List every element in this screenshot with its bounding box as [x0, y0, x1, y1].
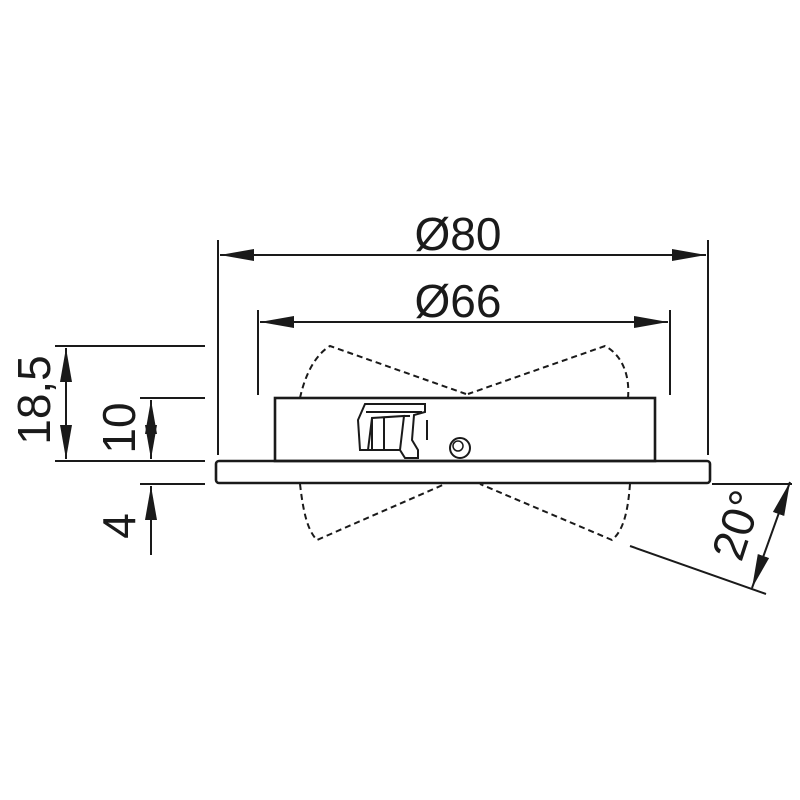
- dimension-body-height: 10: [93, 400, 157, 459]
- dimension-flange-height: 4: [93, 486, 157, 555]
- set-screw-inner: [452, 440, 464, 452]
- set-screw: [449, 437, 471, 459]
- tilt-outline-upper-left: [299, 344, 467, 399]
- label-flange-height: 4: [93, 513, 145, 539]
- dimension-total-height: 18,5: [8, 348, 72, 459]
- angle-dimension-line: [751, 481, 791, 589]
- tilt-outline-lower-right: [479, 483, 631, 542]
- height-extension-lines: [55, 345, 205, 485]
- tilt-outline-dashed: [299, 344, 631, 542]
- housing: [273, 396, 657, 463]
- label-inner-diameter: Ø66: [415, 275, 502, 327]
- label-total-height: 18,5: [8, 355, 60, 445]
- tilt-outline-upper-right: [467, 344, 630, 399]
- label-body-height: 10: [93, 402, 145, 453]
- label-tilt-angle: 20°: [701, 484, 772, 566]
- flange: [214, 459, 712, 485]
- dimension-outer-diameter: Ø80: [217, 208, 709, 455]
- tilt-outline-lower-left: [299, 483, 446, 542]
- angle-reference-tilted: [629, 545, 767, 595]
- lamp-clip: [356, 403, 428, 459]
- dimension-inner-diameter: Ø66: [257, 275, 671, 395]
- dimension-tilt-angle: 20°: [629, 481, 792, 595]
- label-outer-diameter: Ø80: [415, 208, 502, 260]
- fixture-body: [214, 396, 712, 485]
